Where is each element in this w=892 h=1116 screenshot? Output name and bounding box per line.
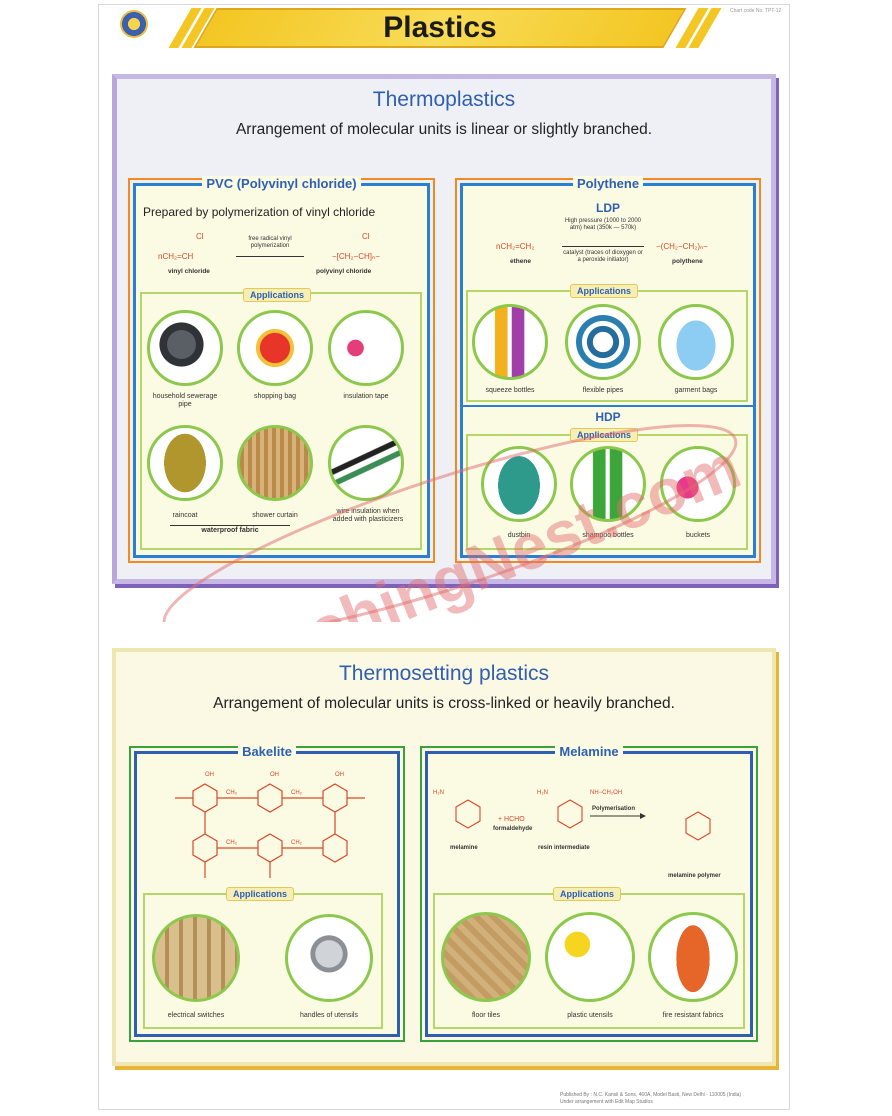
utensils-image: [285, 914, 373, 1002]
hcho-label: + HCHO: [498, 816, 525, 823]
melamine-item-1: floor tiles: [471, 1012, 500, 1019]
pvc-item-6: wire insulation when added with plastici…: [332, 508, 404, 523]
pvc-item-2: shopping bag: [253, 393, 297, 400]
garment-bag-image: [658, 304, 734, 380]
melamine-item-3: fire resistant fabrics: [662, 1012, 724, 1019]
switches-image: [152, 914, 240, 1002]
curtain-image: [237, 425, 313, 501]
thermoplastics-subtitle: Arrangement of molecular units is linear…: [235, 121, 653, 138]
ch2-label: CH₂: [226, 840, 237, 846]
hdp-item-3: buckets: [685, 532, 711, 539]
formaldehyde-label: formaldehyde: [493, 826, 533, 832]
melamine-structure: [455, 799, 711, 841]
hdp-label: HDP: [595, 410, 621, 424]
flexible-pipes-image: [565, 304, 641, 380]
bakelite-item-2: handles of utensils: [300, 1012, 358, 1019]
pvc-product-label: polyvinyl chloride: [316, 268, 372, 275]
melamine-applications-label: Applications: [553, 887, 622, 901]
waterproof-bracket: waterproof fabric: [170, 525, 290, 535]
pvc-prep-text: Prepared by polymerization of vinyl chlo…: [143, 205, 376, 219]
ldp-label: LDP: [596, 201, 620, 215]
pvc-title: PVC (Polyvinyl chloride): [133, 176, 430, 191]
pvc-reactant: nCH₂=CH: [158, 252, 194, 261]
pvc-item-4: raincoat: [172, 512, 198, 519]
ch2-label: CH₂: [291, 840, 302, 846]
polythene-product: −(CH₂−CH₂)ₙ−: [656, 242, 708, 251]
pvc-applications-label: Applications: [243, 288, 312, 302]
melamine-polymer-label: melamine polymer: [668, 873, 721, 879]
polythene-reactant-label: ethene: [510, 258, 531, 265]
hdp-item-2: shampoo bottles: [582, 532, 634, 539]
publisher-credit: Published By : N.C. Kansil & Sons, 460A,…: [560, 1092, 742, 1098]
bakelite-applications-label: Applications: [226, 887, 295, 901]
divider: [460, 405, 756, 407]
reaction-arrow: [562, 246, 644, 247]
tape-image: [328, 310, 404, 386]
plastic-utensils-image: [545, 912, 635, 1002]
bag-image: [237, 310, 313, 386]
hdp-item-1: dustbin: [507, 532, 531, 539]
pvc-cl: Cl: [196, 232, 204, 241]
nh2-label: H₂N: [537, 790, 548, 796]
hdp-applications-label: Applications: [570, 428, 639, 442]
pipe-image: [147, 310, 223, 386]
polythene-product-label: polythene: [672, 258, 703, 265]
reaction-arrow: [236, 256, 304, 257]
arrangement-credit: Under arrangement with Edit Map Studios: [560, 1099, 653, 1105]
dustbin-image: [481, 446, 557, 522]
bakelite-title: Bakelite: [134, 744, 400, 759]
polythene-condition-top: High pressure (1000 to 2000 atm) heat (3…: [564, 218, 642, 231]
thermosetting-title: Thermosetting plastics: [338, 662, 550, 685]
page-title: Plastics: [383, 11, 497, 44]
oh-label: OH: [335, 772, 344, 778]
thermoplastics-title: Thermoplastics: [372, 88, 516, 111]
chart-code: Chart code No. TPT-12: [730, 8, 782, 14]
bakelite-structure: [175, 783, 365, 878]
polythene-title: Polythene: [460, 176, 756, 191]
melamine-item-2: plastic utensils: [567, 1012, 613, 1019]
shampoo-bottles-image: [570, 446, 646, 522]
ldp-applications-label: Applications: [570, 284, 639, 298]
pvc-item-1: household sewerage pipe: [152, 393, 218, 408]
pvc-item-3: insulation tape: [343, 393, 389, 400]
pvc-product-cl: Cl: [362, 232, 370, 241]
ldp-item-3: garment bags: [674, 387, 718, 394]
oh-label: OH: [270, 772, 279, 778]
oh-label: OH: [205, 772, 214, 778]
ch2-label: CH₂: [291, 790, 302, 796]
bakelite-item-1: electrical switches: [167, 1012, 225, 1019]
ldp-item-2: flexible pipes: [582, 387, 624, 394]
floor-tiles-image: [441, 912, 531, 1002]
publisher-logo: [120, 10, 148, 38]
melamine-label: melamine: [450, 845, 478, 851]
pvc-product: −[CH₂−CH]ₙ−: [332, 252, 380, 261]
resin-intermediate-label: resin intermediate: [538, 845, 590, 851]
melamine-title: Melamine: [425, 744, 753, 759]
ldp-item-1: squeeze bottles: [485, 387, 535, 394]
buckets-image: [660, 446, 736, 522]
thermosetting-subtitle: Arrangement of molecular units is cross-…: [213, 695, 675, 712]
nhch2oh-label: NH−CH₂OH: [590, 790, 623, 796]
raincoat-image: [147, 425, 223, 501]
wire-image: [328, 425, 404, 501]
squeeze-bottles-image: [472, 304, 548, 380]
pvc-item-5: shower curtain: [252, 512, 298, 519]
pvc-reactant-label: vinyl chloride: [168, 268, 210, 275]
polythene-condition-bottom: catalyst (traces of dioxygen or a peroxi…: [563, 250, 643, 263]
nh2-label: H₂N: [433, 790, 444, 796]
fire-fabric-image: [648, 912, 738, 1002]
pvc-condition: free radical vinyl polymerization: [248, 236, 292, 249]
polymerisation-label: Polymerisation: [592, 806, 636, 812]
ch2-label: CH₂: [226, 790, 237, 796]
polythene-reactant: nCH₂=CH₂: [496, 242, 535, 251]
